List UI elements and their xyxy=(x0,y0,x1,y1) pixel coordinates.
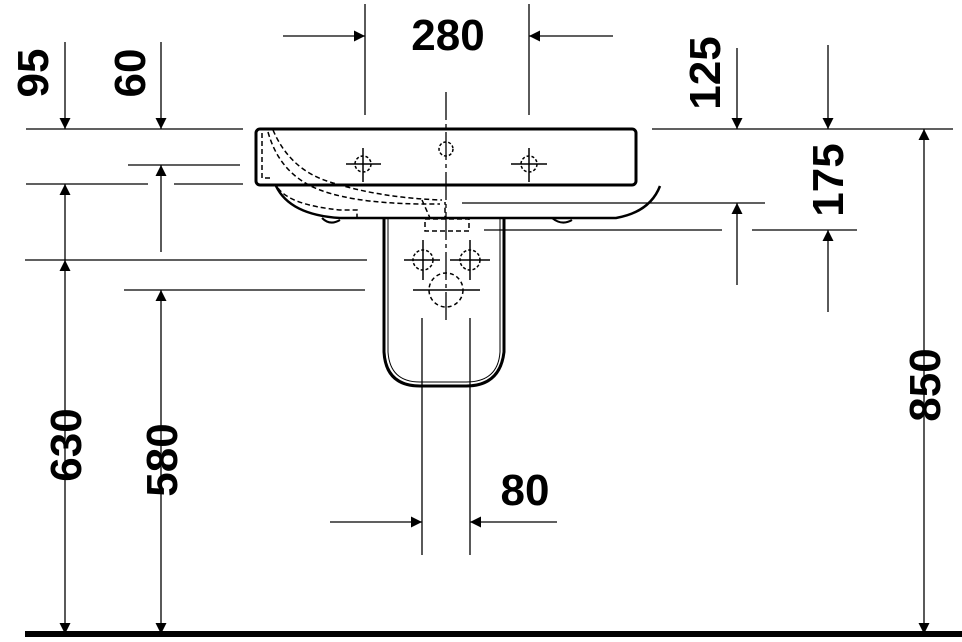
dimension-lines xyxy=(25,4,953,634)
dim-label-280: 280 xyxy=(411,11,484,60)
dim-label-125: 125 xyxy=(681,36,730,109)
dim-label-580: 580 xyxy=(138,423,187,496)
dim-label-95: 95 xyxy=(9,49,58,98)
dim-label-175: 175 xyxy=(804,143,853,216)
dim-label-630: 630 xyxy=(42,408,91,481)
washbasin xyxy=(254,127,662,232)
dim-label-60: 60 xyxy=(106,49,155,98)
dim-label-80: 80 xyxy=(501,466,550,515)
semi-pedestal xyxy=(382,92,506,388)
dim-label-850: 850 xyxy=(901,348,950,421)
